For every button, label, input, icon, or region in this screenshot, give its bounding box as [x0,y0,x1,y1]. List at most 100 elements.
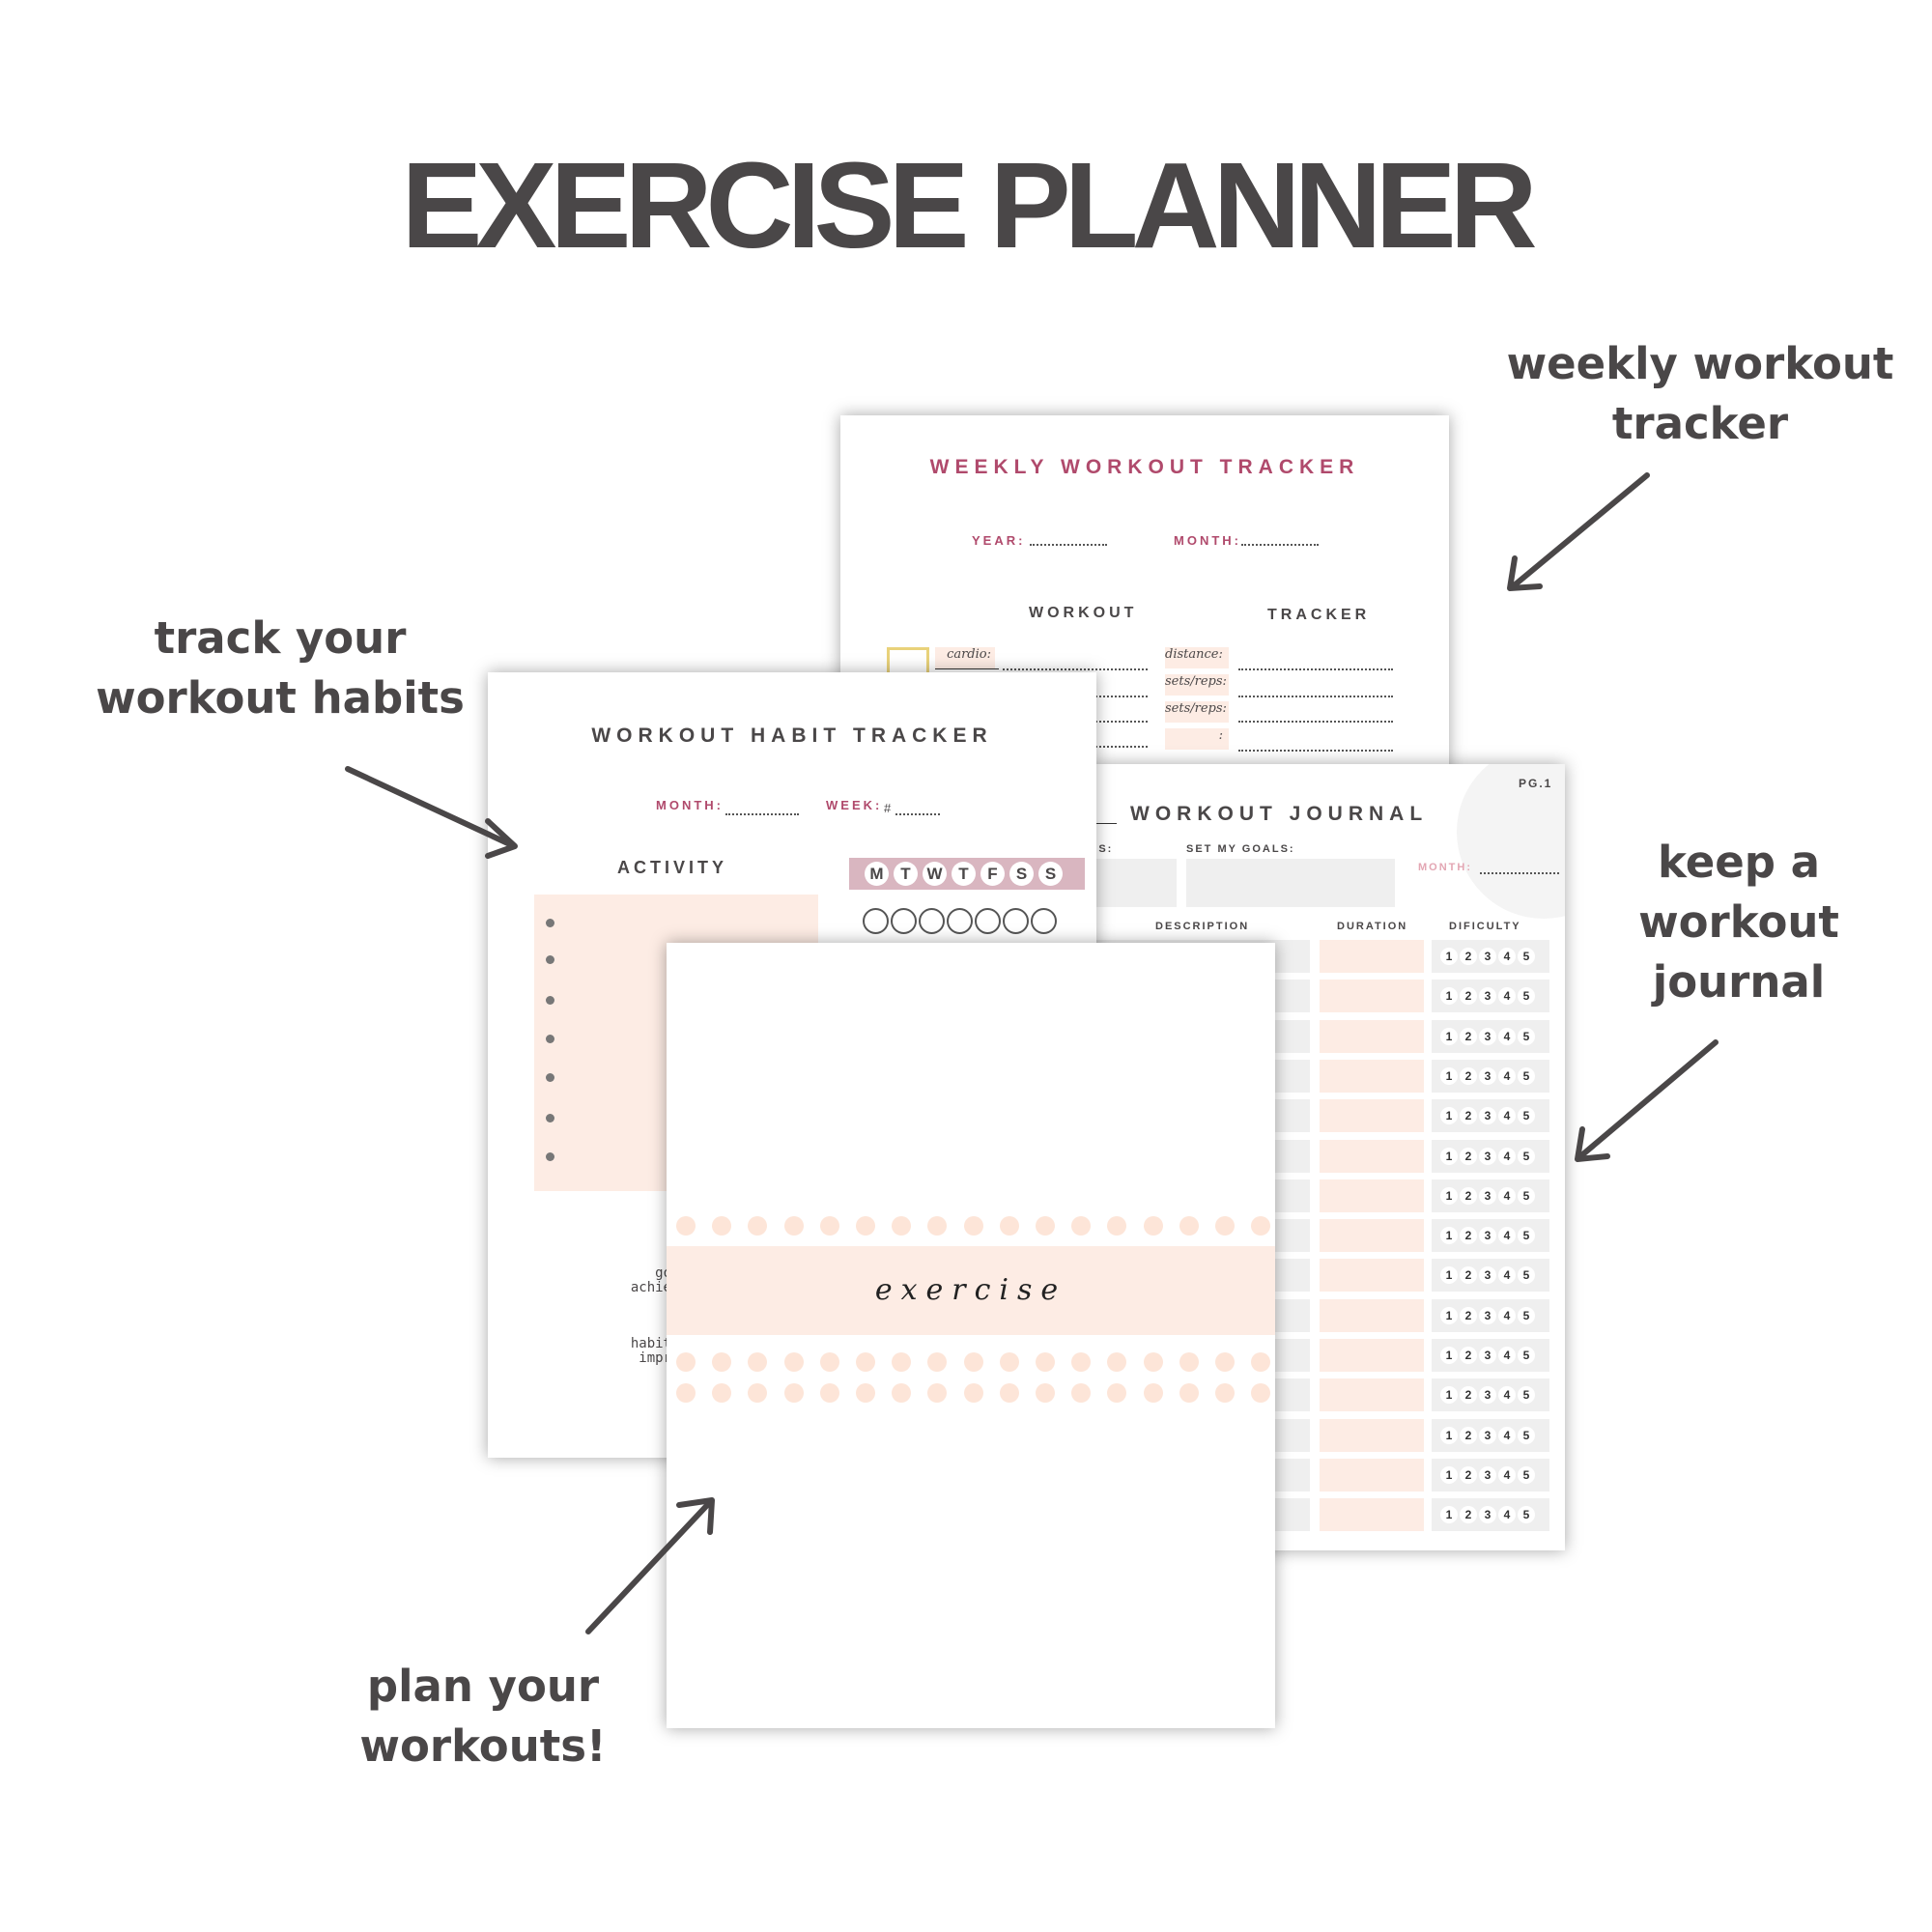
duration-cell[interactable] [1320,1459,1424,1492]
habit-checkbox[interactable] [947,908,973,934]
difficulty-option[interactable]: 3 [1479,948,1496,965]
difficulty-option[interactable]: 1 [1440,1067,1458,1085]
duration-cell[interactable] [1320,940,1424,973]
habit-checkbox[interactable] [919,908,945,934]
difficulty-option[interactable]: 5 [1518,1187,1535,1205]
difficulty-option[interactable]: 3 [1479,1028,1496,1045]
workout-line[interactable] [1003,668,1148,670]
duration-cell[interactable] [1320,1020,1424,1053]
difficulty-option[interactable]: 3 [1479,1427,1496,1444]
notes-box[interactable] [1090,859,1177,907]
difficulty-option[interactable]: 4 [1498,1028,1516,1045]
difficulty-option[interactable]: 1 [1440,1227,1458,1244]
difficulty-option[interactable]: 2 [1460,1427,1477,1444]
difficulty-option[interactable]: 2 [1460,1227,1477,1244]
difficulty-option[interactable]: 2 [1460,1466,1477,1484]
difficulty-option[interactable]: 1 [1440,1466,1458,1484]
difficulty-option[interactable]: 1 [1440,1187,1458,1205]
difficulty-option[interactable]: 4 [1498,1187,1516,1205]
difficulty-option[interactable]: 4 [1498,948,1516,965]
difficulty-option[interactable]: 3 [1479,987,1496,1005]
difficulty-option[interactable]: 3 [1479,1148,1496,1165]
difficulty-option[interactable]: 3 [1479,1187,1496,1205]
difficulty-option[interactable]: 1 [1440,948,1458,965]
difficulty-option[interactable]: 2 [1460,1107,1477,1124]
difficulty-option[interactable]: 1 [1440,1028,1458,1045]
tracker-line[interactable] [1238,668,1393,670]
duration-cell[interactable] [1320,980,1424,1012]
difficulty-option[interactable]: 4 [1498,1227,1516,1244]
difficulty-option[interactable]: 3 [1479,1266,1496,1284]
journal-month-field[interactable] [1480,872,1559,874]
difficulty-option[interactable]: 2 [1460,1506,1477,1523]
habit-checkbox[interactable] [891,908,917,934]
habit-checkbox[interactable] [975,908,1001,934]
difficulty-option[interactable]: 3 [1479,1307,1496,1324]
tracker-line[interactable] [1238,750,1393,752]
difficulty-option[interactable]: 3 [1479,1506,1496,1523]
duration-cell[interactable] [1320,1378,1424,1411]
difficulty-option[interactable]: 5 [1518,1028,1535,1045]
difficulty-option[interactable]: 1 [1440,987,1458,1005]
difficulty-option[interactable]: 3 [1479,1067,1496,1085]
difficulty-option[interactable]: 5 [1518,1347,1535,1364]
difficulty-option[interactable]: 5 [1518,1427,1535,1444]
difficulty-option[interactable]: 2 [1460,1307,1477,1324]
difficulty-option[interactable]: 5 [1518,1227,1535,1244]
habit-checkbox[interactable] [863,908,889,934]
difficulty-option[interactable]: 5 [1518,1107,1535,1124]
difficulty-option[interactable]: 2 [1460,1028,1477,1045]
difficulty-option[interactable]: 3 [1479,1227,1496,1244]
difficulty-option[interactable]: 4 [1498,987,1516,1005]
difficulty-option[interactable]: 4 [1498,1506,1516,1523]
difficulty-option[interactable]: 2 [1460,1386,1477,1404]
duration-cell[interactable] [1320,1219,1424,1252]
year-field[interactable] [1030,544,1107,546]
difficulty-option[interactable]: 1 [1440,1427,1458,1444]
difficulty-option[interactable]: 5 [1518,1466,1535,1484]
habit-checkbox[interactable] [1003,908,1029,934]
difficulty-option[interactable]: 2 [1460,1266,1477,1284]
difficulty-option[interactable]: 1 [1440,1307,1458,1324]
difficulty-option[interactable]: 4 [1498,1427,1516,1444]
difficulty-option[interactable]: 2 [1460,1148,1477,1165]
difficulty-option[interactable]: 5 [1518,948,1535,965]
habit-month-field[interactable] [725,813,799,815]
difficulty-option[interactable]: 2 [1460,987,1477,1005]
duration-cell[interactable] [1320,1140,1424,1173]
habit-checkbox[interactable] [1031,908,1057,934]
difficulty-option[interactable]: 4 [1498,1107,1516,1124]
difficulty-option[interactable]: 4 [1498,1148,1516,1165]
difficulty-option[interactable]: 5 [1518,987,1535,1005]
difficulty-option[interactable]: 5 [1518,1067,1535,1085]
difficulty-option[interactable]: 2 [1460,1187,1477,1205]
difficulty-option[interactable]: 2 [1460,1067,1477,1085]
duration-cell[interactable] [1320,1060,1424,1093]
difficulty-option[interactable]: 1 [1440,1386,1458,1404]
duration-cell[interactable] [1320,1339,1424,1372]
difficulty-option[interactable]: 3 [1479,1466,1496,1484]
difficulty-option[interactable]: 3 [1479,1107,1496,1124]
difficulty-option[interactable]: 3 [1479,1347,1496,1364]
difficulty-option[interactable]: 2 [1460,1347,1477,1364]
goals-box[interactable] [1186,859,1395,907]
duration-cell[interactable] [1320,1419,1424,1452]
difficulty-option[interactable]: 5 [1518,1386,1535,1404]
tracker-line[interactable] [1238,696,1393,697]
difficulty-option[interactable]: 1 [1440,1148,1458,1165]
difficulty-option[interactable]: 5 [1518,1307,1535,1324]
difficulty-option[interactable]: 4 [1498,1067,1516,1085]
duration-cell[interactable] [1320,1099,1424,1132]
difficulty-option[interactable]: 4 [1498,1347,1516,1364]
difficulty-option[interactable]: 4 [1498,1386,1516,1404]
difficulty-option[interactable]: 3 [1479,1386,1496,1404]
duration-cell[interactable] [1320,1259,1424,1292]
difficulty-option[interactable]: 1 [1440,1347,1458,1364]
difficulty-option[interactable]: 5 [1518,1266,1535,1284]
difficulty-option[interactable]: 1 [1440,1107,1458,1124]
difficulty-option[interactable]: 4 [1498,1266,1516,1284]
difficulty-option[interactable]: 2 [1460,948,1477,965]
difficulty-option[interactable]: 4 [1498,1466,1516,1484]
tracker-line[interactable] [1238,721,1393,723]
difficulty-option[interactable]: 1 [1440,1266,1458,1284]
